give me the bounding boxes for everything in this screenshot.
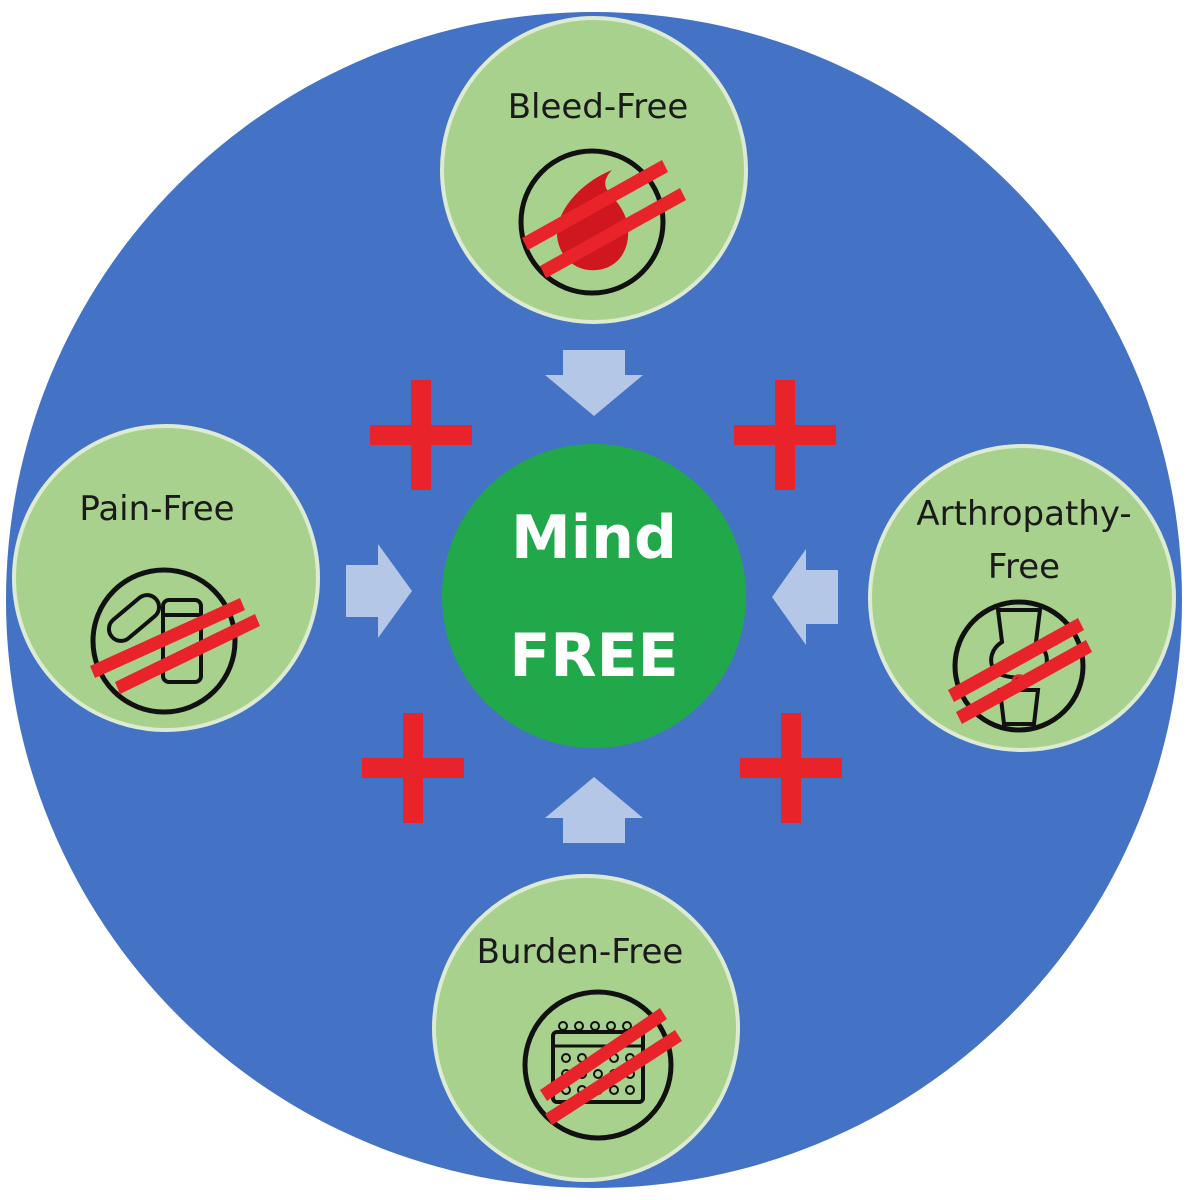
- node-label-arthropathy-free-line2: Free: [988, 547, 1060, 587]
- center-node: Mind FREE: [442, 444, 746, 748]
- node-arthropathy-free: Arthropathy- Free: [868, 444, 1176, 752]
- blood-drop-icon: [518, 148, 686, 296]
- plus-icon: [370, 380, 472, 490]
- node-label-pain-free: Pain-Free: [79, 489, 234, 529]
- arrow-from-left: [346, 544, 412, 638]
- calendar-icon: [522, 989, 682, 1141]
- plus-icon: [740, 713, 842, 823]
- node-label-bleed-free: Bleed-Free: [508, 87, 689, 127]
- node-label-arthropathy-free-line1: Arthropathy-: [916, 494, 1131, 534]
- node-pain-free: Pain-Free: [12, 424, 320, 732]
- node-burden-free: Burden-Free: [432, 874, 740, 1182]
- plus-icon: [362, 713, 464, 823]
- center-label-line1: Mind: [511, 503, 677, 573]
- pill-bottle-icon: [90, 567, 260, 715]
- center-label-line2: FREE: [509, 621, 678, 691]
- arrow-from-right: [772, 549, 838, 645]
- arrow-from-top: [545, 350, 643, 416]
- plus-icon: [734, 380, 836, 490]
- arrow-from-bottom: [545, 777, 643, 843]
- node-label-burden-free: Burden-Free: [477, 932, 684, 972]
- joint-icon: [948, 599, 1092, 733]
- node-bleed-free: Bleed-Free: [440, 16, 748, 324]
